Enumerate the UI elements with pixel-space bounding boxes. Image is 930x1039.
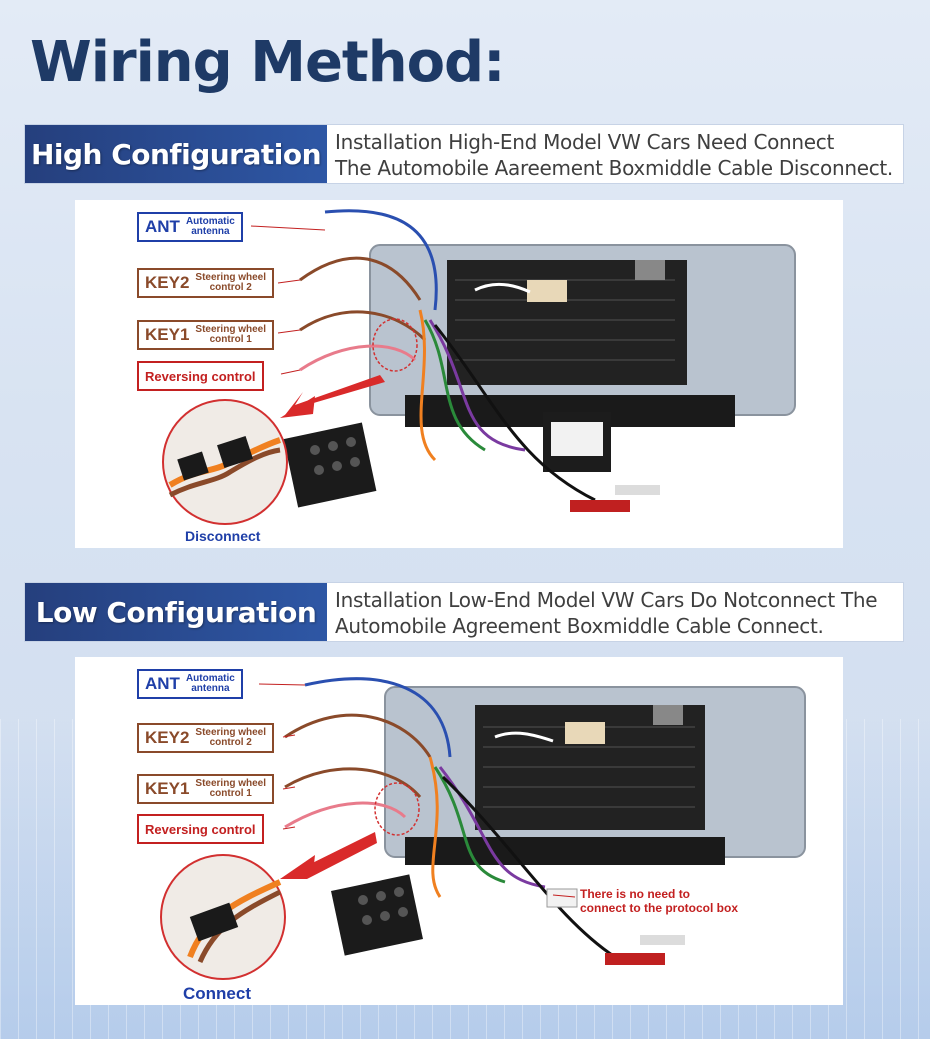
low-key2-sub: Steering wheel control 2: [195, 728, 266, 748]
high-key1-sub-line1: Steering wheel: [195, 324, 266, 335]
low-key1-sub-line2: control 1: [209, 788, 252, 799]
high-ant-sub: Automatic antenna: [186, 217, 235, 237]
low-note-line1: There is no need to: [580, 887, 691, 901]
low-note-line2: connect to the protocol box: [580, 901, 738, 915]
low-ant-callout: ANT Automatic antenna: [137, 669, 243, 699]
high-ant-sub-line2: antenna: [191, 226, 230, 237]
high-config-desc-line2: The Automobile Aareement Boxmiddle Cable…: [335, 156, 893, 180]
low-reversing-label: Reversing control: [145, 821, 256, 837]
low-reversing-callout: Reversing control: [137, 814, 264, 844]
low-protocol-box-note: There is no need to connect to the proto…: [580, 887, 738, 915]
low-ant-sub-line2: antenna: [191, 683, 230, 694]
low-connect-caption: Connect: [183, 984, 251, 1003]
high-key1-sub: Steering wheel control 1: [195, 325, 266, 345]
low-key1-callout: KEY1 Steering wheel control 1: [137, 774, 274, 804]
low-config-wiring-photo: ANT Automatic antenna KEY2 Steering whee…: [75, 657, 843, 1005]
high-reversing-label: Reversing control: [145, 368, 256, 384]
high-config-header: High Configuration Installation High-End…: [24, 124, 904, 184]
low-config-desc-line2: Automobile Agreement Boxmiddle Cable Con…: [335, 614, 824, 638]
high-key1-code: KEY1: [145, 325, 190, 344]
low-config-desc-line1: Installation Low-End Model VW Cars Do No…: [335, 588, 878, 612]
high-config-desc-line1: Installation High-End Model VW Cars Need…: [335, 130, 835, 154]
high-disconnect-caption: Disconnect: [185, 528, 261, 544]
low-ant-sub-line1: Automatic: [185, 673, 235, 684]
low-ant-sub: Automatic antenna: [186, 674, 235, 694]
low-key2-sub-line1: Steering wheel: [195, 727, 266, 738]
high-key2-sub-line2: control 2: [209, 282, 252, 293]
page-title: Wiring Method:: [30, 30, 506, 95]
high-key2-callout: KEY2 Steering wheel control 2: [137, 268, 274, 298]
low-key2-callout: KEY2 Steering wheel control 2: [137, 723, 274, 753]
low-key2-sub-line2: control 2: [209, 737, 252, 748]
high-key1-sub-line2: control 1: [209, 334, 252, 345]
low-config-header: Low Configuration Installation Low-End M…: [24, 582, 904, 642]
low-config-label: Low Configuration: [25, 583, 327, 641]
high-reversing-callout: Reversing control: [137, 361, 264, 391]
high-config-description: Installation High-End Model VW Cars Need…: [327, 125, 903, 183]
high-key2-sub: Steering wheel control 2: [195, 273, 266, 293]
low-ant-code: ANT: [145, 674, 180, 693]
high-key2-sub-line1: Steering wheel: [195, 272, 266, 283]
low-config-description: Installation Low-End Model VW Cars Do No…: [327, 583, 903, 641]
high-config-label: High Configuration: [25, 125, 327, 183]
high-ant-sub-line1: Automatic: [185, 216, 235, 227]
high-ant-callout: ANT Automatic antenna: [137, 212, 243, 242]
low-key1-code: KEY1: [145, 779, 190, 798]
high-config-wiring-photo: ANT Automatic antenna KEY2 Steering whee…: [75, 200, 843, 548]
low-key2-code: KEY2: [145, 728, 190, 747]
low-key1-sub: Steering wheel control 1: [195, 779, 266, 799]
high-key1-callout: KEY1 Steering wheel control 1: [137, 320, 274, 350]
low-config-wiring-illustration: [160, 677, 806, 980]
high-ant-code: ANT: [145, 217, 180, 236]
high-config-wiring-illustration: [162, 209, 796, 525]
high-key2-code: KEY2: [145, 273, 190, 292]
low-key1-sub-line1: Steering wheel: [195, 778, 266, 789]
